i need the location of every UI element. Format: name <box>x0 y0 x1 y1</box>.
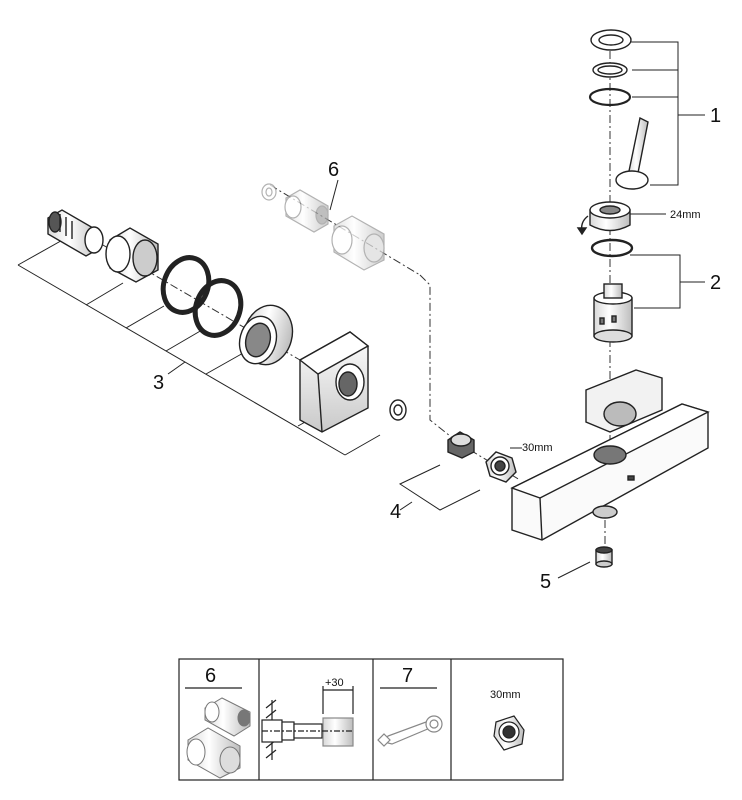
part-group-4 <box>447 431 517 483</box>
threaded-ring <box>238 304 294 366</box>
legend-number-7: 7 <box>402 665 413 687</box>
sleeve <box>105 227 159 283</box>
nipple <box>447 431 475 459</box>
callout-2: 2 <box>710 272 721 294</box>
part-group-6 <box>261 183 385 271</box>
callout-1: 1 <box>710 105 721 127</box>
legend-number-6: 6 <box>205 665 216 687</box>
part-group-1 <box>588 29 649 190</box>
o-ring-thin <box>588 87 632 107</box>
legend-cell-6: 6 <box>185 665 251 779</box>
part-group-2 <box>590 238 634 343</box>
legend-cell-extension: +30 <box>261 677 354 760</box>
o-ring-large-2 <box>192 278 244 338</box>
threaded-connector <box>47 209 104 257</box>
part-group-3 <box>47 209 407 433</box>
callout-4: 4 <box>390 501 401 523</box>
axis-lines <box>59 35 611 555</box>
legend-cell-nut: 30mm <box>490 689 525 751</box>
lever-handle <box>627 116 649 179</box>
dimension-30mm: 30mm <box>522 442 553 454</box>
legend-cell-tool-7: 7 <box>377 665 443 747</box>
callout-6: 6 <box>328 159 339 181</box>
wrench-icon <box>377 715 443 747</box>
callout-3: 3 <box>153 372 164 394</box>
callout-labels: 1 2 3 4 5 6 24mm 30mm <box>153 105 721 593</box>
hex-nut-icon <box>493 715 525 751</box>
dimension-24mm: 24mm <box>670 209 701 221</box>
square-rosette <box>298 331 370 433</box>
legend-extension-label: +30 <box>325 677 344 689</box>
callout-5: 5 <box>540 571 551 593</box>
mixer-body <box>510 369 710 541</box>
hex-nut <box>485 451 517 483</box>
cartridge-nut <box>576 201 631 236</box>
part-5-aerator <box>595 546 613 568</box>
o-ring-large-1 <box>160 255 212 315</box>
legend-nut-size: 30mm <box>490 689 521 701</box>
